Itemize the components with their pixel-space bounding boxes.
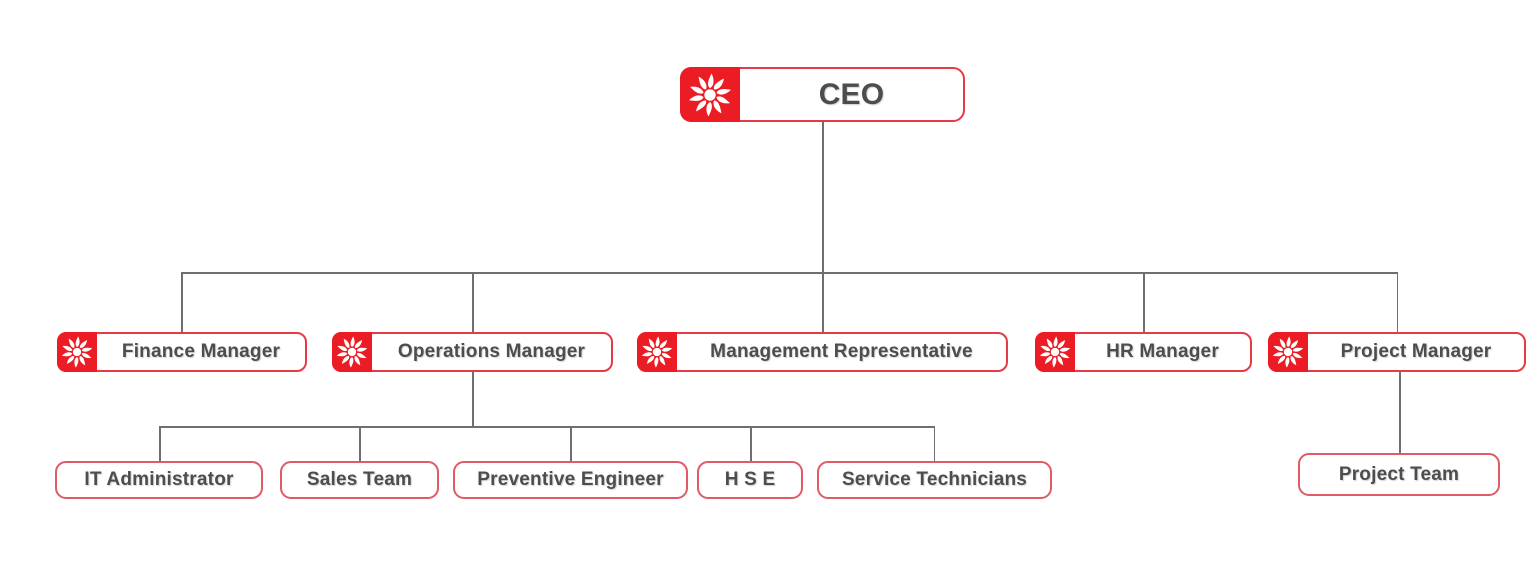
node-label: Preventive Engineer <box>477 469 664 490</box>
node-label: Service Technicians <box>841 469 1028 490</box>
org-node-management-representative: Management Representative <box>637 332 1008 372</box>
org-node-ceo: CEO <box>680 67 965 122</box>
node-label: Finance Manager <box>121 341 281 362</box>
sun-icon <box>680 67 740 122</box>
org-node-preventive-engineer: Preventive Engineer <box>453 461 688 499</box>
node-label: Sales Team <box>306 469 413 490</box>
connector-level1-bus <box>181 272 1398 274</box>
org-node-sales-team: Sales Team <box>280 461 439 499</box>
node-label: HR Manager <box>1106 341 1219 362</box>
sun-icon <box>57 332 97 372</box>
sun-icon <box>1268 332 1308 372</box>
connector-operations-drop <box>472 272 474 332</box>
org-node-project-team: Project Team <box>1298 453 1500 496</box>
node-label: Management Representative <box>710 341 973 362</box>
node-label: Operations Manager <box>397 341 586 362</box>
connector-project-mgr-drop <box>1396 272 1398 332</box>
node-label: H S E <box>724 469 776 490</box>
connector-sales-drop <box>359 426 361 461</box>
node-label: Project Manager <box>1340 341 1492 362</box>
connector-project-team-drop <box>1399 372 1401 453</box>
connector-service-tech-drop <box>933 426 935 461</box>
node-label: Project Team <box>1338 463 1460 485</box>
org-node-operations-manager: Operations Manager <box>332 332 613 372</box>
connector-it-admin-drop <box>159 426 161 461</box>
sun-icon <box>1035 332 1075 372</box>
connector-hr-drop <box>1143 272 1145 332</box>
org-node-project-manager: Project Manager <box>1268 332 1526 372</box>
node-label: IT Administrator <box>84 469 234 490</box>
connector-level2-bus <box>159 426 935 428</box>
connector-operations-stem <box>472 372 474 427</box>
node-label: CEO <box>818 77 885 111</box>
connector-mgmt-rep-drop <box>822 272 824 332</box>
connector-preventive-drop <box>570 426 572 461</box>
connector-hse-drop <box>750 426 752 461</box>
org-node-hse: H S E <box>697 461 803 499</box>
connector-finance-drop <box>181 272 183 332</box>
org-node-it-administrator: IT Administrator <box>55 461 263 499</box>
sun-icon <box>637 332 677 372</box>
sun-icon <box>332 332 372 372</box>
org-node-service-technicians: Service Technicians <box>817 461 1052 499</box>
connector-ceo-drop <box>822 122 824 273</box>
org-node-finance-manager: Finance Manager <box>57 332 307 372</box>
org-node-hr-manager: HR Manager <box>1035 332 1252 372</box>
